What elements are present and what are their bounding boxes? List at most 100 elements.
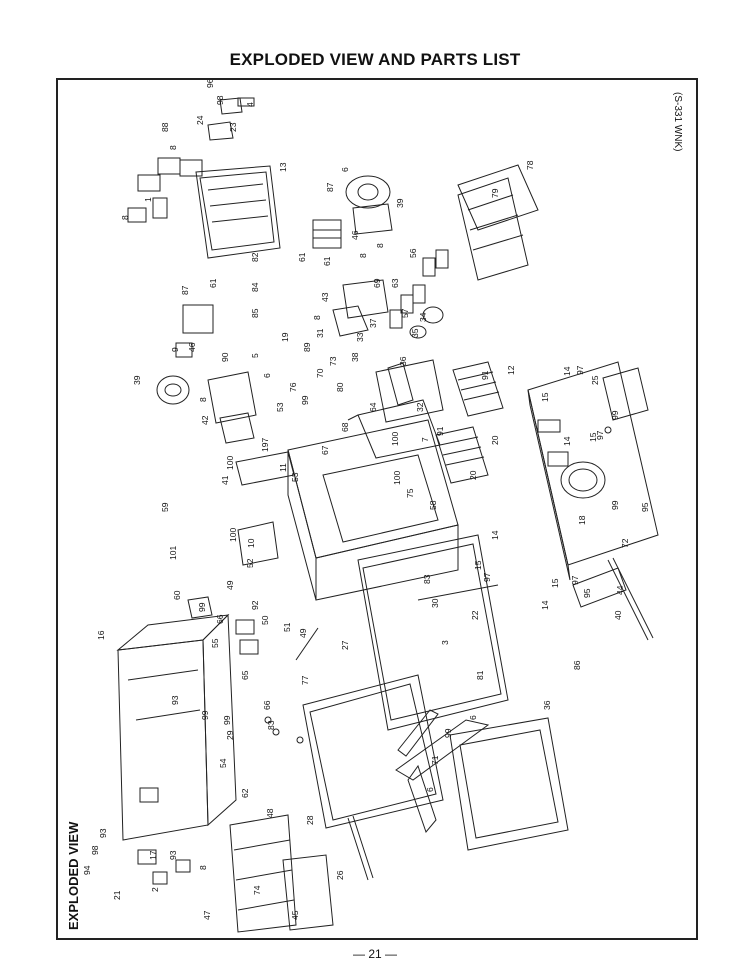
part-callout: 49 bbox=[225, 580, 235, 590]
part-callout: 21 bbox=[112, 890, 122, 900]
capacitor-assembly bbox=[187, 596, 319, 661]
part-callout: 88 bbox=[160, 122, 170, 132]
part-callout: 30 bbox=[430, 598, 440, 608]
outer-case-assembly bbox=[116, 613, 237, 841]
part-callout: 82 bbox=[250, 252, 260, 262]
part-callout: 20 bbox=[490, 435, 500, 445]
part-callout: 83 bbox=[422, 574, 432, 584]
part-callout: 98 bbox=[215, 95, 225, 105]
part-callout: 51 bbox=[282, 622, 292, 632]
part-callout: 99 bbox=[200, 710, 210, 720]
part-callout: 99 bbox=[300, 395, 310, 405]
part-callout: 93 bbox=[170, 695, 180, 705]
part-callout: 95 bbox=[582, 588, 592, 598]
part-callout: 58 bbox=[428, 500, 438, 510]
ground-screws bbox=[264, 426, 612, 744]
part-callout: 90 bbox=[220, 352, 230, 362]
part-callout: 69 bbox=[372, 278, 382, 288]
rear-cover-assembly bbox=[457, 164, 539, 281]
part-callout: 38 bbox=[350, 352, 360, 362]
front-panel-assembly bbox=[137, 814, 374, 933]
switch-assembly bbox=[332, 249, 449, 339]
part-callout: 7 bbox=[420, 437, 430, 442]
part-callout: 100 bbox=[392, 471, 402, 485]
part-callout: 91 bbox=[480, 370, 490, 380]
part-callout: 79 bbox=[490, 188, 500, 198]
part-callout: 2 bbox=[150, 887, 160, 892]
part-callout: 99 bbox=[222, 715, 232, 725]
part-callout: 78 bbox=[525, 160, 535, 170]
part-callout: 95 bbox=[640, 502, 650, 512]
part-callout: 84 bbox=[250, 282, 260, 292]
part-callout: 47 bbox=[202, 910, 212, 920]
part-callout: 81 bbox=[475, 670, 485, 680]
part-callout: 99 bbox=[610, 500, 620, 510]
part-callout: 75 bbox=[405, 488, 415, 498]
part-callout: 8 bbox=[198, 865, 208, 870]
part-callout: 22 bbox=[470, 610, 480, 620]
part-callout: 44 bbox=[615, 585, 625, 595]
part-callout: 24 bbox=[195, 115, 205, 125]
part-callout: 91 bbox=[435, 426, 445, 436]
part-callout: 8 bbox=[358, 253, 368, 258]
part-callout: 46 bbox=[350, 230, 360, 240]
part-callout: 14 bbox=[562, 366, 572, 376]
page-title: EXPLODED VIEW AND PARTS LIST bbox=[229, 50, 521, 69]
part-callout: 36 bbox=[542, 700, 552, 710]
part-callout: 61 bbox=[208, 278, 218, 288]
part-callout: 73 bbox=[328, 356, 338, 366]
part-callout: 15 bbox=[550, 578, 560, 588]
part-callout: 72 bbox=[620, 538, 630, 548]
part-callout: 39 bbox=[395, 198, 405, 208]
part-callout: 97 bbox=[595, 430, 605, 440]
part-callout: 12 bbox=[506, 365, 516, 375]
part-callout: 13 bbox=[278, 162, 288, 172]
part-callout: 64 bbox=[368, 402, 378, 412]
part-callout: 6 bbox=[262, 373, 272, 378]
part-callout: 70 bbox=[315, 368, 325, 378]
part-callout: 34 bbox=[418, 312, 428, 322]
part-callout: 61 bbox=[297, 252, 307, 262]
part-callout: 93 bbox=[168, 850, 178, 860]
part-callout: 33 bbox=[355, 332, 365, 342]
part-callout: 15 bbox=[588, 432, 598, 442]
part-callout: 43 bbox=[320, 292, 330, 302]
part-callout: 42 bbox=[200, 415, 210, 425]
part-callout: 50 bbox=[260, 615, 270, 625]
part-callout: 14 bbox=[490, 530, 500, 540]
exploded-view-diagram: 9698424238881318826161848587946905619893… bbox=[82, 80, 659, 933]
part-callout: 26 bbox=[335, 870, 345, 880]
part-callout: 20 bbox=[468, 470, 478, 480]
page-number: — 21 — bbox=[352, 947, 397, 961]
hv-transformer-assembly bbox=[435, 361, 504, 484]
part-callout: 99 bbox=[197, 602, 207, 612]
part-callout: 27 bbox=[340, 640, 350, 650]
part-callout: 101 bbox=[168, 546, 178, 560]
part-callout: 3 bbox=[440, 640, 450, 645]
part-callout: 14 bbox=[562, 436, 572, 446]
part-callout: 25 bbox=[590, 375, 600, 385]
part-callout: 8 bbox=[120, 215, 130, 220]
part-callout: 61 bbox=[322, 256, 332, 266]
part-callout: 9 bbox=[170, 347, 180, 352]
part-callout: 18 bbox=[577, 515, 587, 525]
part-callout: 57 bbox=[400, 308, 410, 318]
part-callout: 99 bbox=[610, 410, 620, 420]
part-callout: 66 bbox=[215, 614, 225, 624]
part-callout: 53 bbox=[275, 402, 285, 412]
part-callout: 17 bbox=[148, 850, 158, 860]
part-callout: 15 bbox=[473, 560, 483, 570]
part-callout: 66 bbox=[262, 700, 272, 710]
part-callout: 14 bbox=[540, 600, 550, 610]
part-callout: 5 bbox=[250, 353, 260, 358]
part-callout: 98 bbox=[90, 845, 100, 855]
chassis-assembly bbox=[287, 359, 459, 601]
part-callout: 6 bbox=[425, 787, 435, 792]
part-callout: 48 bbox=[265, 808, 275, 818]
part-callout: 29 bbox=[225, 730, 235, 740]
part-callout: 15 bbox=[540, 392, 550, 402]
part-callout: 71 bbox=[430, 755, 440, 765]
part-callout: 54 bbox=[218, 758, 228, 768]
part-callout: 100 bbox=[225, 456, 235, 470]
part-callout: 80 bbox=[335, 382, 345, 392]
